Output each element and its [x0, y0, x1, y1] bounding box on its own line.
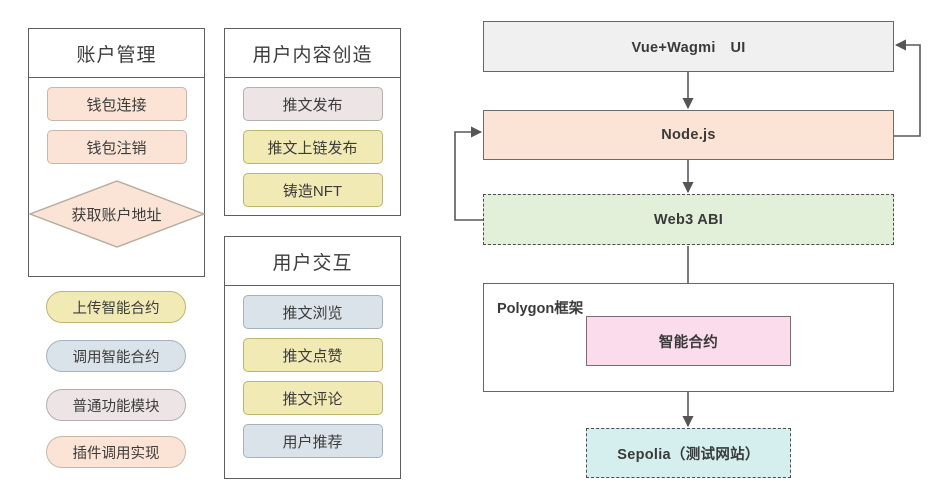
panel-body-user-interaction: 推文浏览 推文点赞 推文评论 用户推荐: [225, 285, 400, 478]
node-get-account-address-label: 获取账户地址: [71, 206, 162, 224]
flow-node-web3-abi[interactable]: Web3 ABI: [483, 194, 894, 245]
node-tweet-publish[interactable]: 推文发布: [242, 87, 383, 121]
node-tweet-browse[interactable]: 推文浏览: [242, 295, 383, 329]
node-mint-nft[interactable]: 铸造NFT: [242, 173, 383, 207]
node-tweet-onchain-publish[interactable]: 推文上链发布: [242, 130, 383, 164]
panel-user-content-creation: 用户内容创造 推文发布 推文上链发布 铸造NFT: [224, 28, 401, 216]
panel-title-user-content-creation: 用户内容创造: [225, 29, 400, 78]
panel-body-account-management: 钱包连接 钱包注销 获取账户地址: [27, 77, 206, 276]
container-polygon-framework-label: Polygon框架: [497, 301, 584, 317]
legend-plugin-invocation[interactable]: 插件调用实现: [46, 436, 186, 468]
node-wallet-disconnect[interactable]: 钱包注销: [46, 130, 187, 164]
flow-node-testnet[interactable]: Sepolia（测试网站）: [586, 428, 791, 478]
diamond-shape-icon: [27, 180, 206, 248]
panel-title-account-management: 账户管理: [29, 29, 204, 78]
node-user-recommendation[interactable]: 用户推荐: [242, 424, 383, 458]
node-wallet-connect[interactable]: 钱包连接: [46, 87, 187, 121]
node-tweet-like[interactable]: 推文点赞: [242, 338, 383, 372]
legend-common-module[interactable]: 普通功能模块: [46, 389, 186, 421]
edge-web3abi-to-backend-return: [454, 126, 483, 221]
flow-node-backend[interactable]: Node.js: [483, 110, 894, 160]
flow-node-ui[interactable]: Vue+Wagmi UI: [483, 21, 894, 72]
node-tweet-comment[interactable]: 推文评论: [242, 381, 383, 415]
flow-node-smart-contract[interactable]: 智能合约: [586, 316, 791, 366]
panel-account-management: 账户管理 钱包连接 钱包注销 获取账户地址: [27, 28, 206, 277]
node-get-account-address[interactable]: 获取账户地址: [27, 179, 206, 249]
panel-body-user-content-creation: 推文发布 推文上链发布 铸造NFT: [225, 77, 400, 215]
edge-backend-to-ui-return: [893, 39, 921, 137]
legend-call-smart-contract[interactable]: 调用智能合约: [46, 340, 186, 372]
panel-title-user-interaction: 用户交互: [225, 237, 400, 286]
panel-user-interaction: 用户交互 推文浏览 推文点赞 推文评论 用户推荐: [224, 236, 401, 479]
legend-upload-smart-contract[interactable]: 上传智能合约: [46, 291, 186, 323]
